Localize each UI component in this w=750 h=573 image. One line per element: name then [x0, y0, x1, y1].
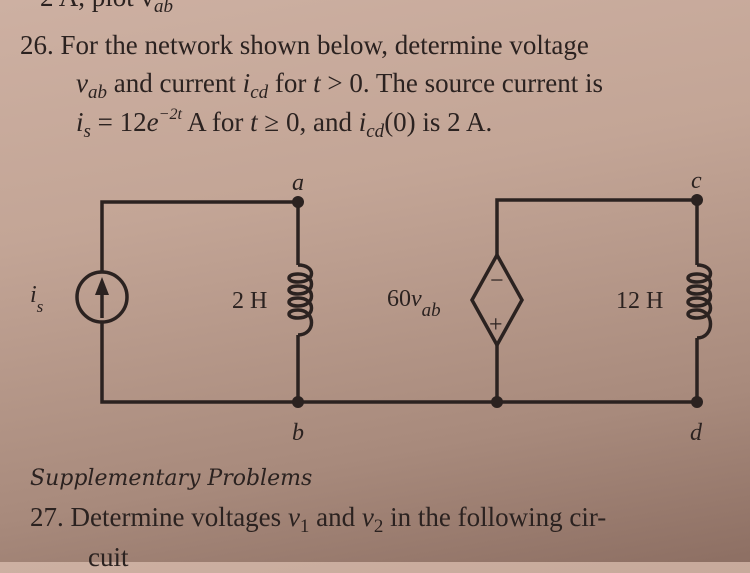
var: t	[250, 107, 258, 137]
dependent-source-label: 60vab	[387, 286, 441, 321]
node-d-label: d	[690, 420, 703, 446]
dep-sub: ab	[422, 300, 441, 321]
node-c-label: c	[691, 168, 702, 194]
var: i	[76, 107, 84, 137]
problem-26-line1: 26. For the network shown below, determi…	[20, 30, 589, 61]
node-mid-dot	[491, 396, 503, 408]
sub: s	[83, 121, 91, 142]
sub: 2	[373, 516, 384, 537]
inductor-2h-icon	[287, 263, 314, 337]
problem-26-line3: is = 12e−2t A for t ≥ 0, and icd(0) is 2…	[76, 106, 492, 143]
node-b-label: b	[292, 420, 304, 446]
text: in the following cir-	[383, 502, 607, 532]
minus-sign: −	[490, 268, 504, 294]
text: = 12	[90, 107, 147, 137]
inductor-12h-label: 12 H	[616, 288, 663, 314]
node-d-dot	[691, 396, 703, 408]
exponent: −2t	[158, 106, 182, 123]
problem-27-line1: 27. Determine voltages v1 and v2 in the …	[30, 502, 606, 538]
inductor-12h-icon	[686, 263, 713, 340]
arrow-head	[95, 277, 109, 295]
node-a-label: a	[292, 170, 304, 196]
text: ≥ 0, and	[257, 107, 359, 137]
text: and current	[106, 68, 243, 98]
problem-26-line2: vab and current icd for t > 0. The sourc…	[76, 68, 603, 104]
gain: 60	[387, 286, 411, 312]
sub: 1	[299, 516, 310, 537]
wire-left-loop	[100, 200, 300, 404]
text: A for	[181, 107, 251, 137]
source-label: is	[30, 282, 44, 316]
wire-right-loop	[495, 198, 699, 402]
dep-var: v	[411, 286, 422, 312]
node-b-dot	[292, 396, 304, 408]
var: t	[313, 68, 321, 98]
inductor-2h-label: 2 H	[232, 288, 267, 314]
dependent-voltage-source-icon	[469, 251, 525, 349]
sub: ab	[87, 82, 107, 103]
section-heading: Supplementary Problems	[30, 466, 313, 491]
var: v	[361, 502, 374, 532]
current-source-icon	[75, 270, 129, 324]
fragment-text: 2 A, plot v	[40, 0, 154, 12]
problem-number: 27.	[30, 502, 64, 532]
source-var: i	[30, 282, 37, 308]
var: v	[287, 502, 300, 532]
text: For the network shown below, determine v…	[60, 30, 589, 60]
text: > 0. The source current is	[320, 68, 604, 98]
text: and	[309, 502, 362, 532]
previous-problem-fragment: 2 A, plot vab	[40, 0, 173, 18]
node-c-dot	[691, 194, 703, 206]
text: (0) is 2 A.	[384, 107, 493, 137]
var: v	[76, 68, 88, 98]
text: for	[268, 68, 314, 98]
source-sub: s	[37, 297, 44, 316]
var: i	[358, 107, 367, 137]
problem-27-line2: cuit	[88, 542, 129, 572]
sub: cd	[366, 121, 385, 142]
var: i	[242, 68, 251, 98]
sub: cd	[250, 82, 269, 103]
node-a-dot	[292, 196, 304, 208]
plus-sign: +	[489, 312, 503, 338]
fragment-sub: ab	[154, 0, 174, 17]
problem-number: 26.	[20, 30, 54, 60]
var: e	[146, 107, 159, 137]
text: Determine voltages	[70, 502, 288, 532]
